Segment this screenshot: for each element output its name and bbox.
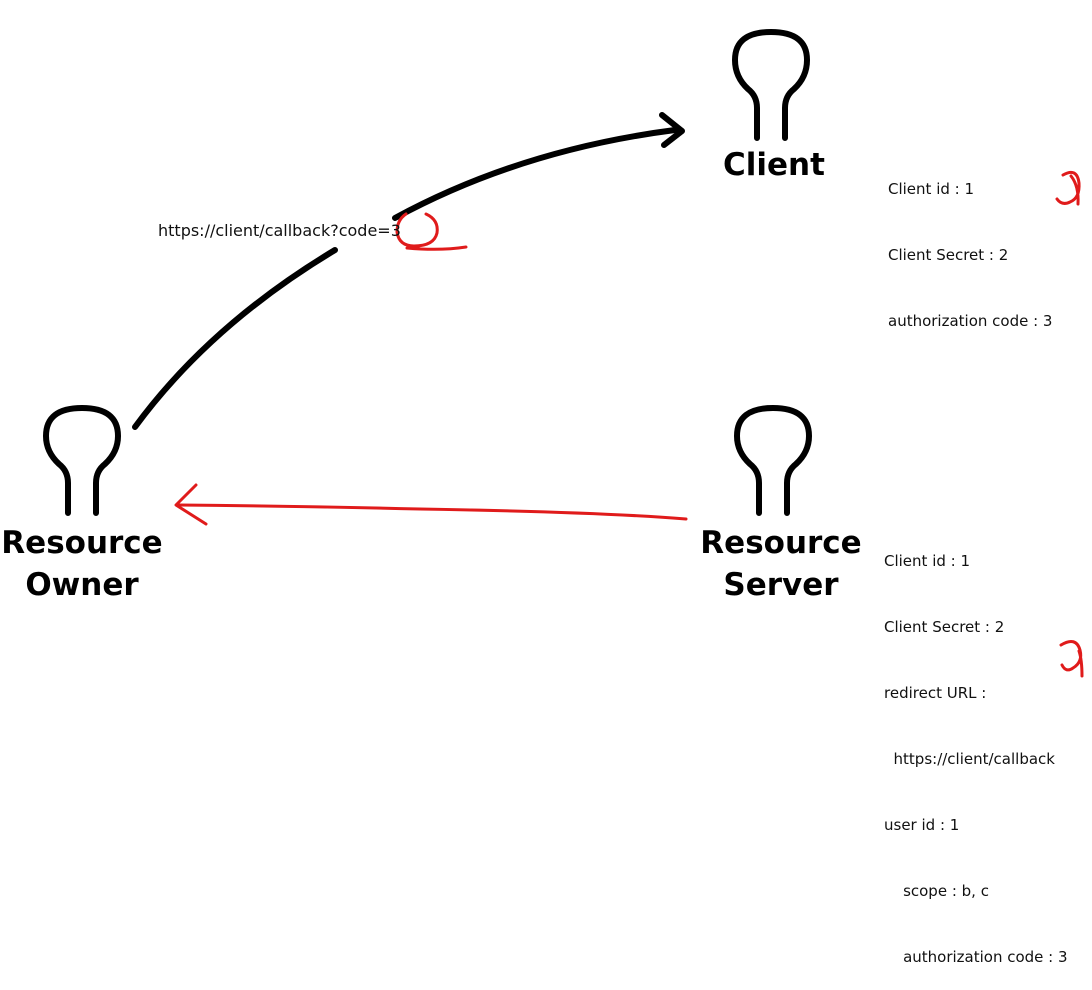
redirect-url-label: https://client/callback?code=3: [158, 221, 401, 240]
redirect-arrow: [132, 112, 685, 430]
client-info-line: authorization code : 3: [888, 312, 1053, 330]
red-arrowhead: [174, 483, 208, 526]
resource-server-label-line1: Resource: [700, 525, 862, 561]
diagram-canvas: [43, 29, 1084, 678]
server-info-line: https://client/callback: [884, 750, 1055, 768]
client-person-icon: [732, 29, 810, 141]
resource-owner-person-icon: [43, 405, 121, 516]
resource-owner-label-line2: Owner: [25, 567, 139, 603]
resource-owner-label-line1: Resource: [1, 525, 163, 561]
client-label-text: Client: [723, 147, 825, 183]
client-info-line: Client id : 1: [888, 180, 975, 198]
server-info-line: scope : b, c: [884, 882, 989, 900]
resource-server-label: Resource Server: [700, 522, 862, 606]
redirect-arrow-upper-segment: [392, 127, 678, 221]
resource-server-person-icon: [734, 405, 812, 516]
red-arrow-shaft: [176, 503, 688, 521]
red-mark-server-code: [1059, 639, 1084, 678]
red-mark-callback-code: [395, 212, 468, 251]
client-info-line: Client Secret : 2: [888, 246, 1009, 264]
client-label: Client: [712, 144, 836, 186]
redirect-arrow-lower-segment: [132, 247, 338, 430]
server-info-line: authorization code : 3: [884, 948, 1068, 966]
server-info-line: redirect URL :: [884, 684, 987, 702]
red-mark-client-code: [1055, 170, 1081, 206]
redirect-arrowhead: [659, 112, 685, 148]
server-info-line: Client id : 1: [884, 552, 971, 570]
client-info-block: Client id : 1 Client Secret : 2 authoriz…: [888, 134, 1052, 354]
red-annotation-arrow: [174, 483, 688, 526]
server-info-line: Client Secret : 2: [884, 618, 1005, 636]
resource-owner-label: Resource Owner: [0, 522, 164, 606]
red-circle-marks: [395, 170, 1084, 678]
server-info-block: Client id : 1 Client Secret : 2 redirect…: [884, 506, 1068, 990]
server-info-line: user id : 1: [884, 816, 960, 834]
resource-server-label-line2: Server: [723, 567, 839, 603]
